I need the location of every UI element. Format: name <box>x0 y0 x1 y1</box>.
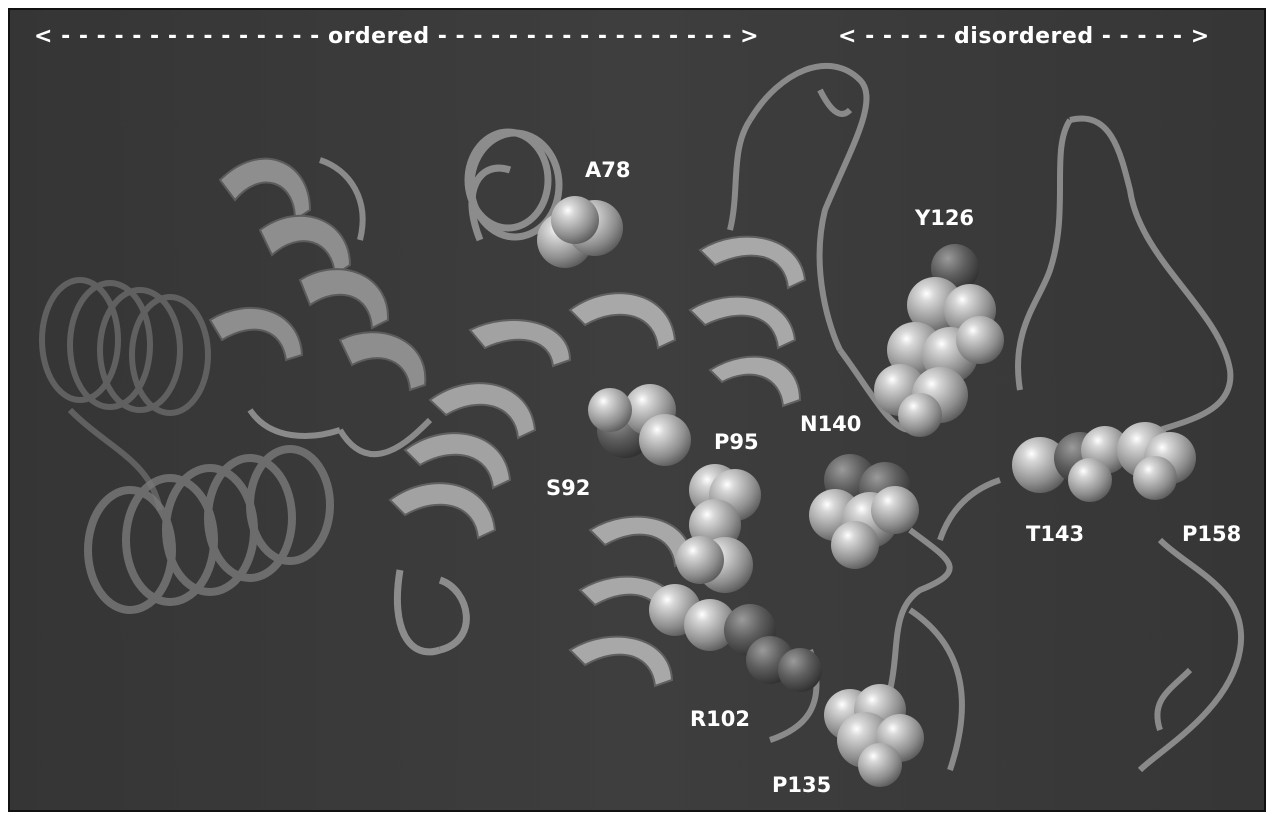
label-y126: Y126 <box>915 206 974 230</box>
label-p135: P135 <box>772 773 831 797</box>
label-a78: A78 <box>585 158 630 182</box>
label-t143: T143 <box>1026 522 1084 546</box>
label-n140: N140 <box>800 412 861 436</box>
disordered-region-label: < - - - - - disordered - - - - - > <box>838 24 1210 49</box>
label-s92: S92 <box>546 476 590 500</box>
ordered-region-label: < - - - - - - - - - - - - - - - ordered … <box>34 24 759 49</box>
label-p158: P158 <box>1182 522 1241 546</box>
label-p95: P95 <box>714 430 759 454</box>
label-r102: R102 <box>690 707 750 731</box>
protein-structure-render <box>10 10 1264 810</box>
structure-figure: < - - - - - - - - - - - - - - - ordered … <box>8 8 1266 812</box>
